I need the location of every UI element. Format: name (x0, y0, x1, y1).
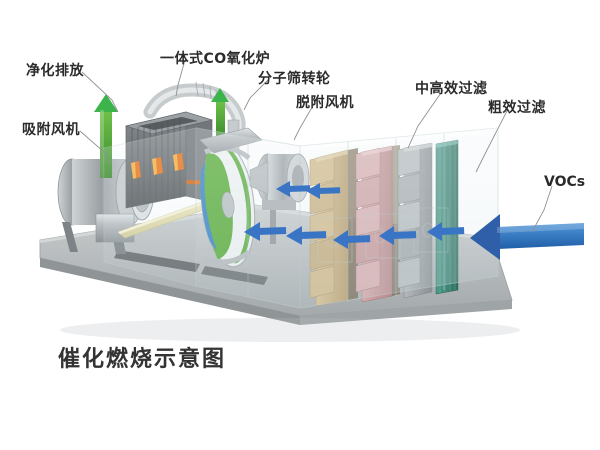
label-co-oxidizer: 一体式CO氧化炉 (160, 51, 271, 67)
green-exhaust-arrow-2 (211, 88, 229, 140)
acrylic-enclosure (103, 127, 499, 309)
label-medium-high-filter: 中高效过滤 (415, 81, 488, 97)
label-desorption-fan: 脱附风机 (296, 95, 354, 111)
label-adsorption-fan: 吸附风机 (22, 122, 80, 138)
figure-title: 催化燃烧示意图 (58, 347, 227, 372)
air-flow-arrows (244, 181, 465, 249)
label-vocs-inlet: VOCs (544, 174, 586, 190)
label-coarse-filter: 粗效过滤 (488, 100, 546, 116)
label-purified-emission: 净化排放 (26, 63, 84, 79)
label-molecular-sieve-rotor: 分子筛转轮 (258, 71, 331, 87)
